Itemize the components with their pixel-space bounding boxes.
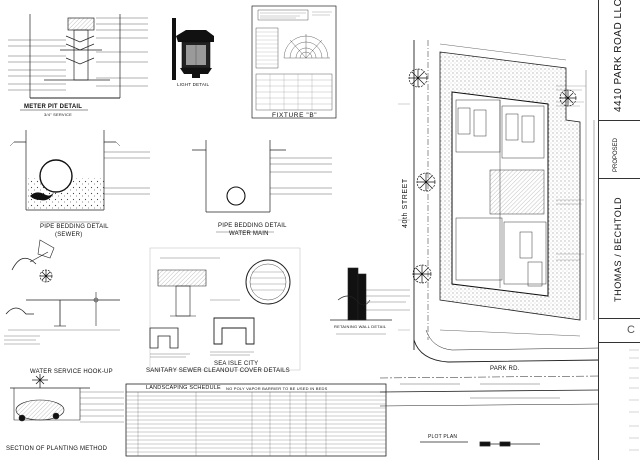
pipe-sewer-title-1: PIPE BEDDING DETAIL — [40, 224, 109, 230]
light-detail-title: LIGHT DETAIL — [177, 82, 210, 87]
landscaping-schedule-table — [125, 383, 387, 457]
pipe-sewer-title-2: (SEWER) — [55, 232, 83, 238]
fixture-b-sheet — [251, 5, 337, 119]
pipe-water-title-1: PIPE BEDDING DETAIL — [218, 223, 287, 229]
park-rd-label: PARK RD. — [490, 366, 520, 372]
annotation-lines — [398, 85, 586, 331]
partial-letter: C — [627, 324, 636, 336]
water-service-drawing — [4, 239, 120, 345]
title-block-partial-cell: C — [599, 318, 640, 343]
pipe-water-title-2: WATER MAIN — [229, 231, 269, 237]
title-block-project-cell: 4410 PARK ROAD LLC — [599, 0, 640, 121]
street-label: 40th STREET — [402, 178, 409, 228]
title-block-status-cell: PROPOSED — [599, 120, 640, 179]
landscaping-note: NO POLY VAPOR BARRIER TO BE USED IN BEDS — [226, 386, 328, 391]
planting-section-drawing — [10, 374, 124, 423]
pipe-bedding-sewer-drawing — [9, 130, 150, 223]
status-text: PROPOSED — [613, 137, 619, 172]
retaining-wall-title: RETAINING WALL DETAIL — [334, 324, 387, 329]
meter-pit-subtitle: 3/4" SERVICE — [44, 112, 72, 117]
meter-pit-drawing — [8, 14, 148, 111]
title-block-details-cell — [599, 342, 640, 460]
cleanout-title-1: SEA ISLE CITY — [214, 361, 259, 367]
tree-symbols — [39, 68, 577, 284]
title-block-lines — [629, 349, 639, 451]
light-fixture-drawing — [172, 18, 214, 80]
planting-method-title: SECTION OF PLANTING METHOD — [6, 446, 108, 452]
landscaping-schedule-title: LANDSCAPING SCHEDULE — [146, 385, 221, 391]
site-plan-drawing — [379, 40, 601, 447]
title-block: 4410 PARK ROAD LLC PROPOSED THOMAS / BEC… — [598, 0, 640, 460]
title-block-designer-cell: THOMAS / BECHTOLD — [599, 178, 640, 319]
fixture-b-title: FIXTURE "B" — [272, 112, 318, 119]
designer-name: THOMAS / BECHTOLD — [613, 196, 623, 302]
water-service-title: WATER SERVICE HOOK-UP — [30, 369, 113, 375]
meter-pit-title: METER PIT DETAIL — [24, 104, 83, 110]
plot-plan-label: PLOT PLAN — [428, 434, 458, 440]
project-name: 4410 PARK ROAD LLC — [613, 0, 624, 112]
cleanout-title-2: SANITARY SEWER CLEANOUT COVER DETAILS — [146, 368, 290, 374]
cleanout-detail-drawing — [149, 247, 301, 371]
pipe-bedding-water-drawing — [192, 140, 332, 233]
retaining-wall-drawing — [330, 267, 410, 335]
